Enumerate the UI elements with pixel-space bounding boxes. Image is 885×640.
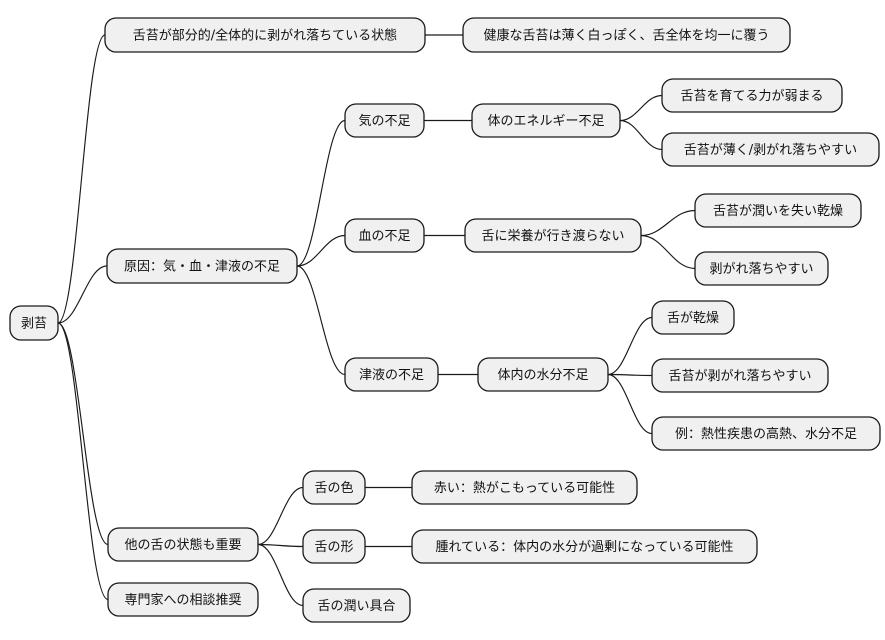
node-fluid-leaf1[interactable]: 舌が乾燥: [651, 300, 735, 335]
node-box-expert: [107, 582, 259, 617]
node-box-qi-leaf2: [661, 132, 880, 167]
node-cause[interactable]: 原因：気・血・津液の不足: [106, 248, 298, 284]
node-box-shape-leaf: [411, 529, 758, 564]
node-box-fluid-leaf1: [651, 300, 735, 335]
node-qi[interactable]: 気の不足: [344, 103, 425, 138]
node-label-qi: 気の不足: [358, 113, 410, 129]
node-label-color-leaf: 赤い：熱がこもっている可能性: [434, 481, 615, 496]
node-label-other: 他の舌の状態も重要: [124, 537, 241, 553]
node-box-moisture: [302, 588, 411, 623]
node-box-fluid-detail: [477, 357, 609, 392]
node-label-blood-leaf1: 舌苔が潤いを失い乾燥: [713, 204, 843, 219]
node-color[interactable]: 舌の色: [302, 470, 366, 505]
node-box-blood-leaf1: [694, 193, 862, 228]
edge-root-to-cause: [57, 265, 108, 324]
node-box-cause: [106, 248, 298, 284]
node-qi-detail[interactable]: 体のエネルギー不足: [471, 103, 621, 138]
node-box-blood: [344, 218, 425, 253]
node-label-qi-leaf1: 舌苔を育てる力が弱まる: [680, 88, 823, 104]
edge-cause-to-qi: [296, 119, 346, 267]
node-label-blood-detail: 舌に栄養が行き渡らない: [481, 228, 624, 244]
node-box-color: [302, 470, 366, 505]
edge-other-to-moisture: [257, 543, 304, 607]
node-blood-leaf2[interactable]: 剥がれ落ちやすい: [694, 251, 829, 286]
edge-cause-to-fluid: [296, 265, 346, 376]
node-fluid-detail[interactable]: 体内の水分不足: [477, 357, 609, 392]
edge-blood_detail-to-blood_leaf1: [640, 209, 696, 237]
node-fluid-leaf3[interactable]: 例：熱性疾患の高熱、水分不足: [651, 416, 881, 451]
node-box-qi-detail: [471, 103, 621, 138]
node-qi-leaf1[interactable]: 舌苔を育てる力が弱まる: [661, 78, 843, 113]
edge-root-to-other: [57, 322, 109, 546]
node-box-qi-leaf1: [661, 78, 843, 113]
node-blood-leaf1[interactable]: 舌苔が潤いを失い乾燥: [694, 193, 862, 228]
edges-layer: [57, 34, 696, 607]
node-label-qi-detail: 体のエネルギー不足: [487, 114, 604, 129]
node-label-expert: 専門家への相談推奨: [124, 592, 241, 608]
node-box-blood-detail: [464, 218, 642, 253]
edge-qi_detail-to-qi_leaf1: [619, 94, 663, 122]
node-label-fluid: 津液の不足: [359, 368, 424, 383]
node-box-blood-leaf2: [694, 251, 829, 286]
node-label-fluid-leaf2: 舌苔が剥がれ落ちやすい: [668, 369, 811, 384]
edge-qi_detail-to-qi_leaf2: [619, 119, 663, 151]
node-label-color: 舌の色: [314, 480, 353, 496]
node-blood[interactable]: 血の不足: [344, 218, 425, 253]
node-expert[interactable]: 専門家への相談推奨: [107, 582, 259, 617]
node-blood-detail[interactable]: 舌に栄養が行き渡らない: [464, 218, 642, 253]
node-shape[interactable]: 舌の形: [302, 529, 366, 564]
node-state[interactable]: 舌苔が部分的/全体的に剥がれ落ちている状態: [104, 17, 426, 53]
edge-root-to-state: [57, 34, 106, 324]
node-moisture[interactable]: 舌の潤い具合: [302, 588, 411, 623]
node-label-fluid-detail: 体内の水分不足: [497, 367, 588, 383]
node-other[interactable]: 他の舌の状態も重要: [107, 527, 259, 562]
node-box-color-leaf: [411, 470, 638, 505]
edge-cause-to-blood: [296, 234, 346, 267]
node-qi-leaf2[interactable]: 舌苔が薄く/剥がれ落ちやすい: [661, 132, 880, 167]
node-label-moisture: 舌の潤い具合: [317, 599, 395, 614]
node-label-cause: 原因：気・血・津液の不足: [124, 259, 280, 275]
node-color-leaf[interactable]: 赤い：熱がこもっている可能性: [411, 470, 638, 505]
node-box-fluid-leaf2: [651, 358, 829, 393]
node-label-shape: 舌の形: [314, 540, 353, 555]
node-fluid[interactable]: 津液の不足: [344, 357, 439, 392]
node-root[interactable]: 剥苔: [9, 305, 59, 341]
node-box-qi: [344, 103, 425, 138]
node-label-fluid-leaf1: 舌が乾燥: [667, 311, 719, 326]
node-box-root: [9, 305, 59, 341]
node-label-qi-leaf2: 舌苔が薄く/剥がれ落ちやすい: [684, 143, 857, 158]
node-box-shape: [302, 529, 366, 564]
node-label-shape-leaf: 腫れている：体内の水分が過剰になっている可能性: [436, 539, 734, 555]
edge-fluid_detail-to-fluid_leaf2: [607, 373, 653, 377]
edge-other-to-color: [257, 486, 304, 546]
node-box-healthy: [462, 17, 791, 53]
edge-fluid_detail-to-fluid_leaf1: [607, 316, 653, 376]
node-healthy[interactable]: 健康な舌苔は薄く白っぽく、舌全体を均一に覆う: [462, 17, 791, 53]
node-box-fluid: [344, 357, 439, 392]
edge-root-to-expert: [57, 322, 109, 601]
edge-other-to-shape: [257, 543, 304, 548]
nodes-layer: 剥苔 舌苔が部分的/全体的に剥がれ落ちている状態 健康な舌苔は薄く白っぽく、舌全体を…: [9, 17, 881, 623]
node-box-fluid-leaf3: [651, 416, 881, 451]
node-label-state: 舌苔が部分的/全体的に剥がれ落ちている状態: [133, 28, 397, 44]
node-box-state: [104, 17, 426, 53]
node-label-fluid-leaf3: 例：熱性疾患の高熱、水分不足: [675, 426, 857, 442]
edge-blood_detail-to-blood_leaf2: [640, 234, 696, 270]
edge-fluid_detail-to-fluid_leaf3: [607, 373, 653, 435]
node-shape-leaf[interactable]: 腫れている：体内の水分が過剰になっている可能性: [411, 529, 758, 564]
node-label-blood-leaf2: 剥がれ落ちやすい: [709, 262, 813, 277]
node-label-blood: 血の不足: [358, 229, 410, 244]
node-fluid-leaf2[interactable]: 舌苔が剥がれ落ちやすい: [651, 358, 829, 393]
node-label-healthy: 健康な舌苔は薄く白っぽく、舌全体を均一に覆う: [483, 28, 769, 44]
node-label-root: 剥苔: [21, 317, 47, 332]
node-box-other: [107, 527, 259, 562]
